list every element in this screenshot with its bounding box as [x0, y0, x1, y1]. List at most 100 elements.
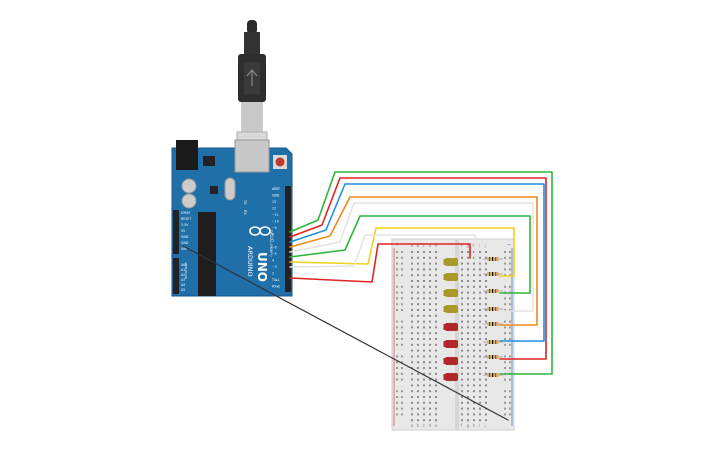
breadboard-hole[interactable]	[429, 384, 431, 387]
breadboard-hole[interactable]	[461, 309, 463, 311]
breadboard-hole[interactable]	[423, 256, 425, 259]
breadboard-hole[interactable]	[401, 274, 403, 277]
breadboard-hole[interactable]	[417, 419, 419, 422]
breadboard-hole[interactable]	[411, 343, 413, 346]
breadboard-hole[interactable]	[509, 285, 511, 288]
breadboard-hole[interactable]	[396, 262, 398, 265]
breadboard-hole[interactable]	[473, 396, 475, 398]
breadboard-hole[interactable]	[396, 297, 398, 300]
led[interactable]	[443, 373, 459, 381]
breadboard-hole[interactable]	[485, 309, 487, 311]
breadboard-hole[interactable]	[479, 384, 481, 387]
breadboard-hole[interactable]	[467, 291, 469, 294]
breadboard-hole[interactable]	[401, 338, 403, 340]
breadboard-hole[interactable]	[396, 407, 398, 410]
breadboard-hole[interactable]	[479, 355, 481, 358]
breadboard-hole[interactable]	[401, 262, 403, 265]
breadboard-hole[interactable]	[473, 338, 475, 340]
breadboard-hole[interactable]	[423, 291, 425, 294]
breadboard-hole[interactable]	[401, 268, 403, 271]
breadboard-hole[interactable]	[467, 419, 469, 422]
breadboard-hole[interactable]	[467, 413, 469, 416]
breadboard-hole[interactable]	[396, 268, 398, 271]
resistor[interactable]	[483, 355, 503, 359]
breadboard-hole[interactable]	[461, 349, 463, 352]
resistor[interactable]	[483, 257, 503, 261]
breadboard-hole[interactable]	[473, 285, 475, 288]
breadboard-hole[interactable]	[467, 285, 469, 288]
breadboard-hole[interactable]	[411, 314, 413, 317]
breadboard-hole[interactable]	[401, 332, 403, 335]
breadboard-hole[interactable]	[423, 326, 425, 329]
breadboard-hole[interactable]	[467, 251, 469, 253]
breadboard-hole[interactable]	[411, 291, 413, 294]
breadboard-hole[interactable]	[423, 332, 425, 335]
breadboard-hole[interactable]	[504, 361, 506, 364]
breadboard-hole[interactable]	[479, 413, 481, 416]
breadboard-hole[interactable]	[485, 378, 487, 381]
breadboard-hole[interactable]	[423, 262, 425, 265]
breadboard-hole[interactable]	[423, 280, 425, 282]
breadboard-hole[interactable]	[423, 343, 425, 346]
breadboard-hole[interactable]	[461, 401, 463, 404]
breadboard-hole[interactable]	[473, 361, 475, 364]
breadboard-hole[interactable]	[435, 309, 437, 311]
breadboard-hole[interactable]	[417, 303, 419, 306]
breadboard-hole[interactable]	[401, 390, 403, 393]
breadboard-hole[interactable]	[423, 390, 425, 393]
breadboard-hole[interactable]	[396, 367, 398, 369]
breadboard-hole[interactable]	[435, 326, 437, 329]
breadboard-hole[interactable]	[461, 413, 463, 416]
breadboard-hole[interactable]	[509, 361, 511, 364]
breadboard-hole[interactable]	[429, 309, 431, 311]
breadboard-hole[interactable]	[485, 384, 487, 387]
breadboard-hole[interactable]	[504, 297, 506, 300]
breadboard-hole[interactable]	[401, 251, 403, 253]
wire-red-2[interactable]	[289, 243, 471, 283]
breadboard-hole[interactable]	[411, 268, 413, 271]
breadboard-hole[interactable]	[479, 303, 481, 306]
breadboard-hole[interactable]	[504, 401, 506, 404]
breadboard-hole[interactable]	[417, 285, 419, 288]
breadboard-hole[interactable]	[504, 332, 506, 335]
breadboard-hole[interactable]	[479, 285, 481, 288]
breadboard-hole[interactable]	[417, 309, 419, 311]
breadboard-hole[interactable]	[467, 349, 469, 352]
breadboard-hole[interactable]	[467, 338, 469, 340]
breadboard-hole[interactable]	[461, 285, 463, 288]
breadboard-hole[interactable]	[417, 326, 419, 329]
wire-red-1[interactable]	[289, 177, 547, 360]
breadboard-hole[interactable]	[504, 343, 506, 346]
breadboard-hole[interactable]	[396, 413, 398, 416]
breadboard-hole[interactable]	[504, 303, 506, 306]
breadboard-hole[interactable]	[473, 320, 475, 323]
breadboard-hole[interactable]	[423, 378, 425, 381]
breadboard-hole[interactable]	[485, 361, 487, 364]
breadboard-hole[interactable]	[429, 297, 431, 300]
breadboard-hole[interactable]	[435, 262, 437, 265]
breadboard-hole[interactable]	[417, 274, 419, 277]
breadboard-hole[interactable]	[411, 320, 413, 323]
breadboard-hole[interactable]	[467, 372, 469, 375]
resistor[interactable]	[483, 272, 503, 276]
breadboard-hole[interactable]	[435, 372, 437, 375]
breadboard-hole[interactable]	[396, 372, 398, 375]
breadboard-hole[interactable]	[423, 355, 425, 358]
breadboard-hole[interactable]	[423, 419, 425, 422]
breadboard-hole[interactable]	[429, 268, 431, 271]
breadboard-hole[interactable]	[411, 413, 413, 416]
wire-green-2[interactable]	[289, 215, 531, 294]
breadboard-hole[interactable]	[417, 349, 419, 352]
breadboard-hole[interactable]	[417, 338, 419, 340]
breadboard-hole[interactable]	[461, 378, 463, 381]
breadboard-hole[interactable]	[509, 297, 511, 300]
breadboard-hole[interactable]	[461, 280, 463, 282]
breadboard-hole[interactable]	[401, 355, 403, 358]
breadboard-hole[interactable]	[467, 390, 469, 393]
breadboard-hole[interactable]	[473, 297, 475, 300]
breadboard-hole[interactable]	[411, 303, 413, 306]
breadboard-hole[interactable]	[473, 343, 475, 346]
breadboard-hole[interactable]	[461, 367, 463, 369]
breadboard-hole[interactable]	[411, 396, 413, 398]
breadboard-hole[interactable]	[417, 256, 419, 259]
